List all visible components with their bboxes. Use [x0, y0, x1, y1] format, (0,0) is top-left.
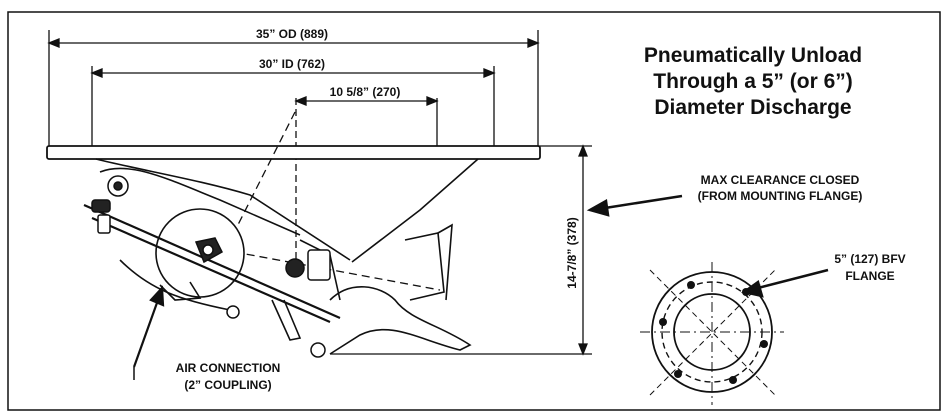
hopper-outline: [95, 158, 479, 355]
max-clearance-arrow: [586, 194, 683, 217]
title-line-2: Through a 5” (or 6”): [653, 70, 853, 93]
max-clearance-label: MAX CLEARANCE CLOSED: [701, 173, 860, 187]
title-line-3: Diameter Discharge: [654, 96, 851, 119]
max-clearance-sublabel: (FROM MOUNTING FLANGE): [698, 189, 863, 203]
od-dimension-label: 35” OD (889): [256, 27, 328, 41]
air-connection-label: AIR CONNECTION: [176, 361, 281, 375]
bfv-flange-label: 5” (127) BFV: [834, 252, 905, 266]
air-connection-sublabel: (2” COUPLING): [184, 378, 271, 392]
air-connection-arrow: [132, 285, 165, 380]
offset-dimension-label: 10 5/8” (270): [330, 85, 401, 99]
id-dimension: [90, 66, 496, 146]
height-dimension: [330, 144, 592, 356]
height-dimension-label: 14-7/8” (378): [565, 217, 579, 288]
title-line-1: Pneumatically Unload: [644, 44, 862, 67]
bfv-flange-sublabel: FLANGE: [845, 269, 894, 283]
title-block: Pneumatically Unload Through a 5” (or 6”…: [644, 44, 862, 119]
offset-dimension: [294, 96, 439, 270]
valve-handle: [91, 175, 331, 358]
diagram-border: [7, 11, 941, 411]
od-dimension: [47, 30, 540, 146]
bfv-flange-arrow: [740, 268, 829, 298]
mounting-flange: [46, 145, 541, 160]
bfv-flange-view: [640, 262, 784, 405]
id-dimension-label: 30” ID (762): [259, 57, 325, 71]
